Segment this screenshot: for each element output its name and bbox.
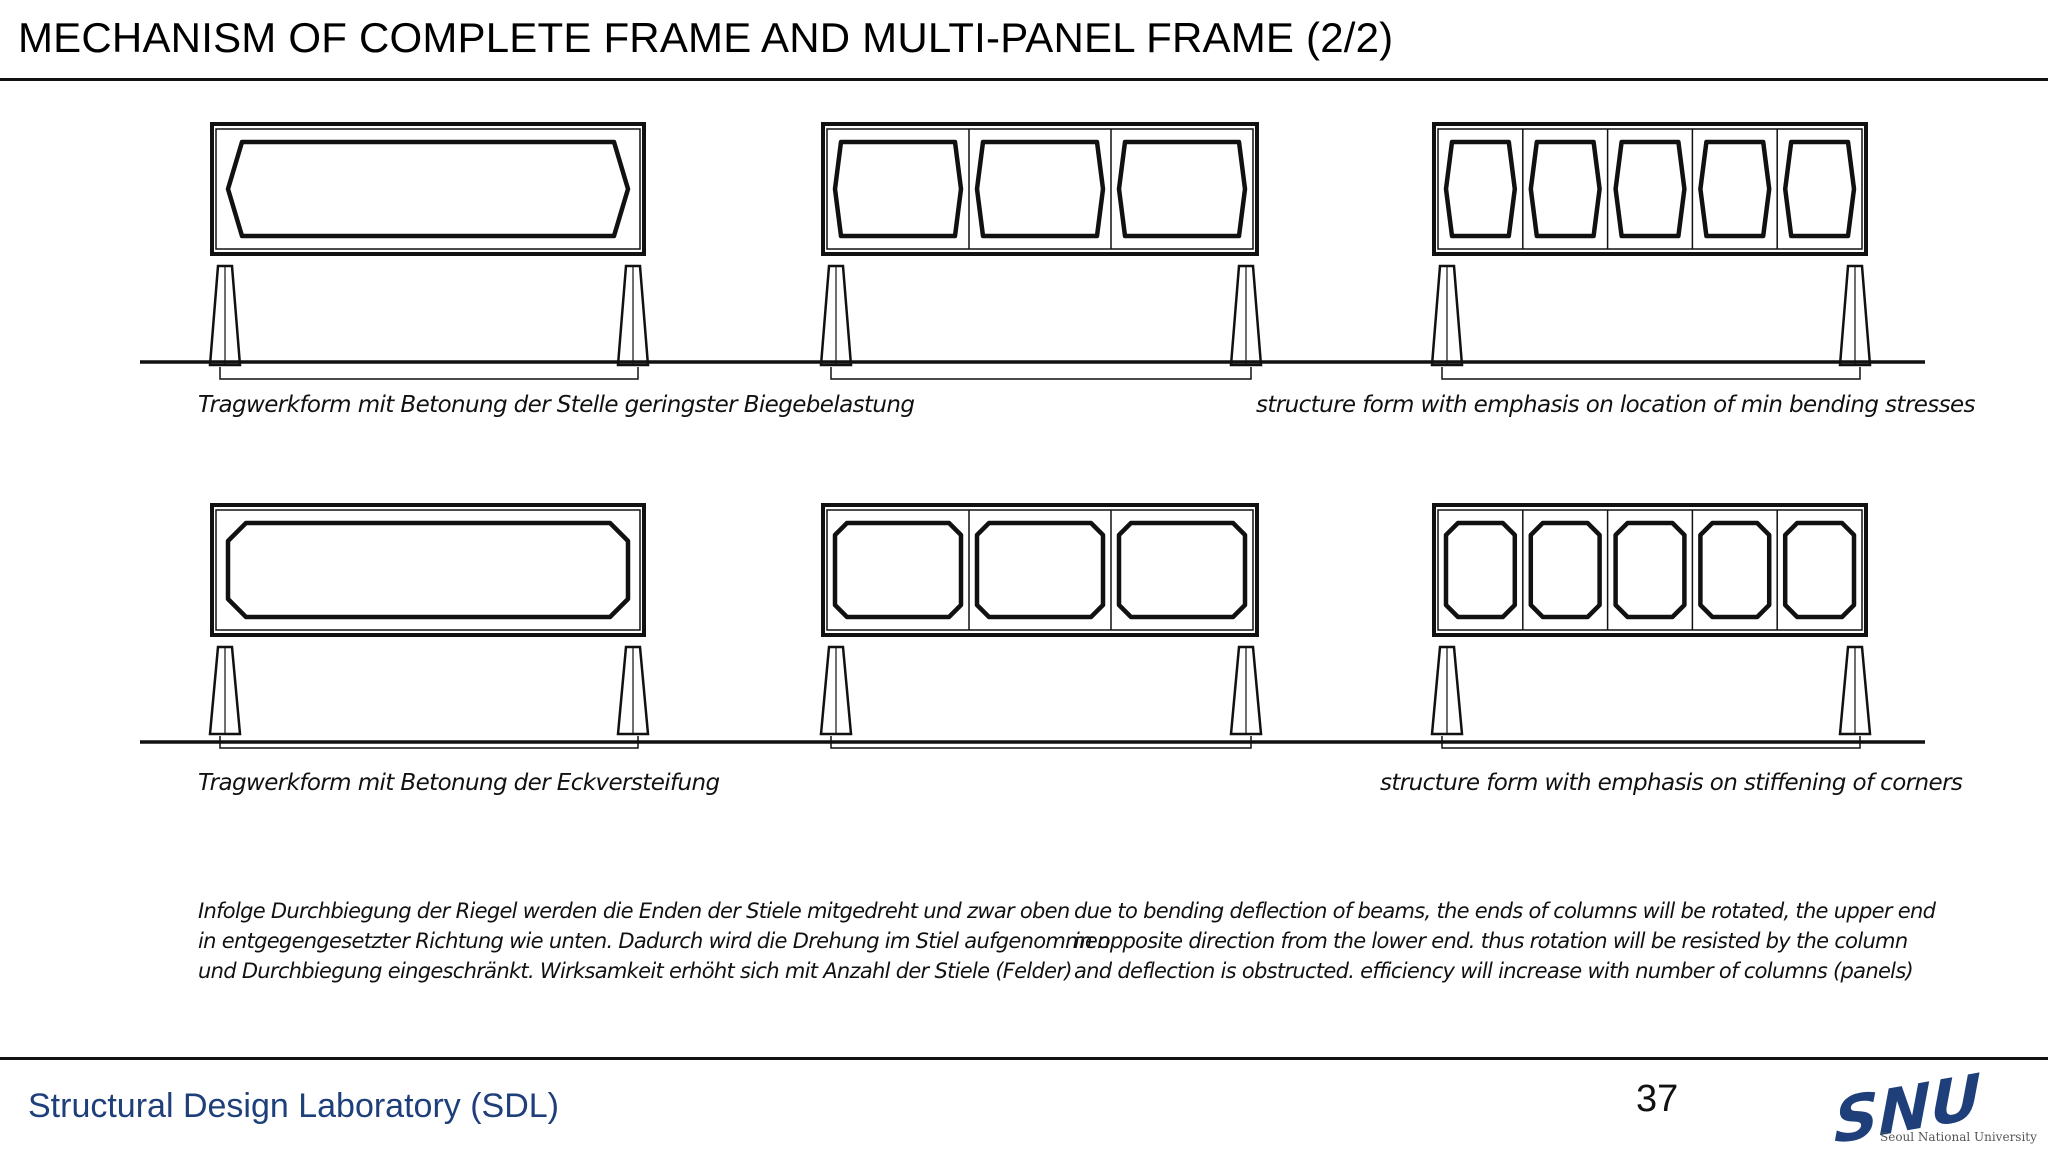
panel-opening <box>1698 520 1772 620</box>
explanation-en: due to bending deflection of beams, the … <box>1074 896 1936 986</box>
base-tie <box>219 367 639 380</box>
column <box>1838 645 1872 736</box>
panel-opening <box>225 139 631 239</box>
panel-opening <box>1782 139 1857 239</box>
column <box>1430 645 1464 736</box>
frame <box>208 503 650 749</box>
panel-opening <box>832 139 964 239</box>
frame <box>819 122 1263 380</box>
frame-outline <box>821 503 1259 637</box>
panel-opening <box>1613 520 1687 620</box>
panel-opening <box>1116 139 1248 239</box>
panel-opening <box>225 520 631 620</box>
panel-opening <box>832 520 964 620</box>
column <box>819 264 853 367</box>
panel-opening <box>1698 139 1772 239</box>
panel-opening <box>1443 139 1518 239</box>
caption-row1-de: Tragwerkform mit Betonung der Stelle ger… <box>198 392 915 418</box>
frame <box>1430 122 1872 380</box>
page-number: 37 <box>1636 1078 1679 1120</box>
explanation-en-line: in opposite direction from the lower end… <box>1074 929 1908 953</box>
snu-logo: SNU <box>1834 1070 1981 1148</box>
explanation-en-line: and deflection is obstructed. efficiency… <box>1074 959 1914 983</box>
explanation-de-line: und Durchbiegung eingeschränkt. Wirksamk… <box>198 959 1073 983</box>
frame-outline <box>1432 503 1868 637</box>
caption-row2-en: structure form with emphasis on stiffeni… <box>1380 770 1963 796</box>
column <box>208 645 242 736</box>
base-tie <box>1441 367 1861 380</box>
caption-row1-en: structure form with emphasis on location… <box>1256 392 1976 418</box>
panel-opening <box>1116 520 1248 620</box>
explanation-en-line: due to bending deflection of beams, the … <box>1074 899 1936 923</box>
caption-row2-de: Tragwerkform mit Betonung der Eckverstei… <box>198 770 720 796</box>
column <box>208 264 242 367</box>
panel-opening <box>1613 139 1687 239</box>
page-title: MECHANISM OF COMPLETE FRAME AND MULTI-PA… <box>18 14 1394 61</box>
frame <box>208 122 650 380</box>
frame-outline <box>210 503 646 637</box>
column <box>1838 264 1872 367</box>
column <box>819 645 853 736</box>
row-corner-stiffening <box>140 503 1925 749</box>
column <box>1229 264 1263 367</box>
panel-opening <box>974 520 1106 620</box>
frame <box>819 503 1263 749</box>
column <box>1229 645 1263 736</box>
column <box>616 264 650 367</box>
frame-inner-outline <box>1437 509 1863 631</box>
explanation-de-line: in entgegengesetzter Richtung wie unten.… <box>198 929 1110 953</box>
base-tie <box>1441 736 1861 749</box>
frame-inner-outline <box>215 128 641 250</box>
frame-inner-outline <box>826 128 1254 250</box>
frame-inner-outline <box>215 509 641 631</box>
panel-opening <box>1528 139 1602 239</box>
column <box>616 645 650 736</box>
explanation-de-line: Infolge Durchbiegung der Riegel werden d… <box>198 899 1070 923</box>
title-divider <box>0 78 2048 81</box>
frame-inner-outline <box>826 509 1254 631</box>
frame-inner-outline <box>1437 128 1863 250</box>
column <box>1430 264 1464 367</box>
base-tie <box>830 736 1252 749</box>
panel-opening <box>1528 520 1602 620</box>
frame-outline <box>1432 122 1868 256</box>
footer-lab-name: Structural Design Laboratory (SDL) <box>28 1087 560 1125</box>
frame-outline <box>210 122 646 256</box>
frame <box>1430 503 1872 749</box>
base-tie <box>219 736 639 749</box>
base-tie <box>830 367 1252 380</box>
row-min-bending <box>140 122 1925 380</box>
frame-outline <box>821 122 1259 256</box>
panel-opening <box>974 139 1106 239</box>
panel-opening <box>1443 520 1518 620</box>
snu-logo-text: SNU <box>1834 1070 1981 1148</box>
explanation-de: Infolge Durchbiegung der Riegel werden d… <box>198 896 1110 986</box>
footer-divider <box>0 1057 2048 1060</box>
university-name: Seoul National University <box>1880 1130 2037 1144</box>
panel-opening <box>1782 520 1857 620</box>
